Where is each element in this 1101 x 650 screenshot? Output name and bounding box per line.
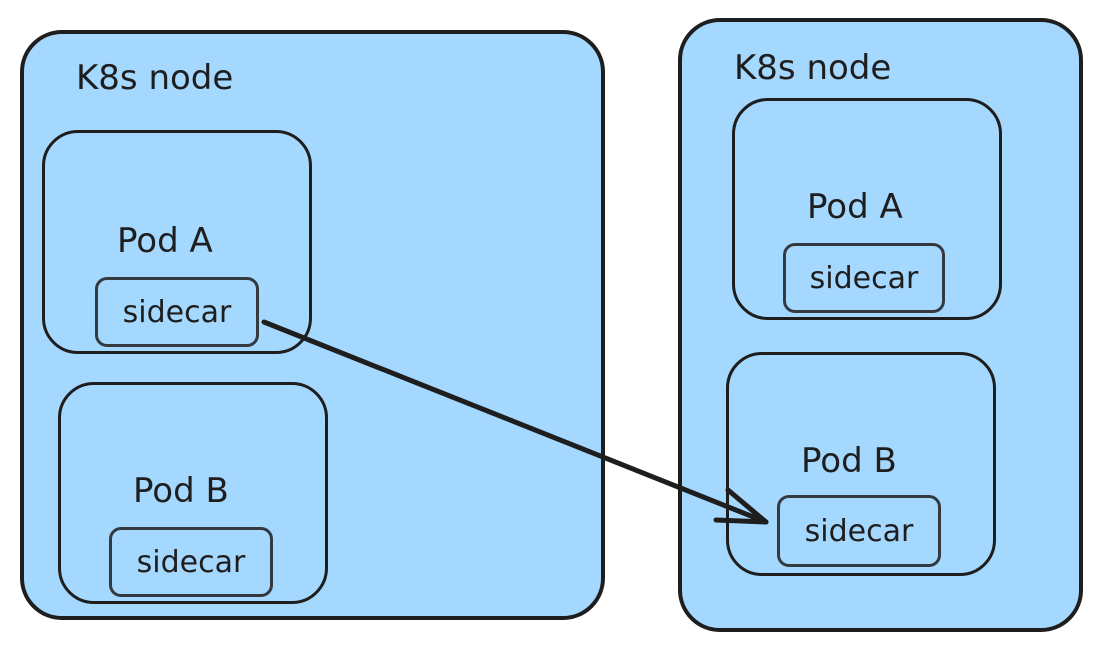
sidecar-box: sidecar [95, 277, 259, 347]
pod-label: Pod B [801, 441, 897, 481]
sidecar-label: sidecar [809, 260, 919, 296]
pod-label: Pod B [133, 471, 229, 511]
sidecar-label: sidecar [136, 544, 246, 580]
pod-a: Pod A sidecar [732, 98, 1002, 320]
node-label: K8s node [734, 48, 892, 88]
sidecar-box: sidecar [783, 243, 945, 313]
pod-b: Pod B sidecar [726, 352, 996, 576]
pod-a: Pod A sidecar [42, 130, 312, 354]
k8s-node-2: K8s node Pod A sidecar Pod B sidecar [678, 18, 1083, 632]
sidecar-box: sidecar [777, 495, 941, 567]
node-label: K8s node [76, 58, 234, 98]
pod-label: Pod A [117, 221, 213, 261]
pod-b: Pod B sidecar [58, 382, 328, 604]
k8s-node-1: K8s node Pod A sidecar Pod B sidecar [20, 30, 605, 620]
sidecar-label: sidecar [122, 294, 232, 330]
sidecar-label: sidecar [804, 513, 914, 549]
sidecar-box: sidecar [109, 527, 273, 597]
pod-label: Pod A [807, 187, 903, 227]
